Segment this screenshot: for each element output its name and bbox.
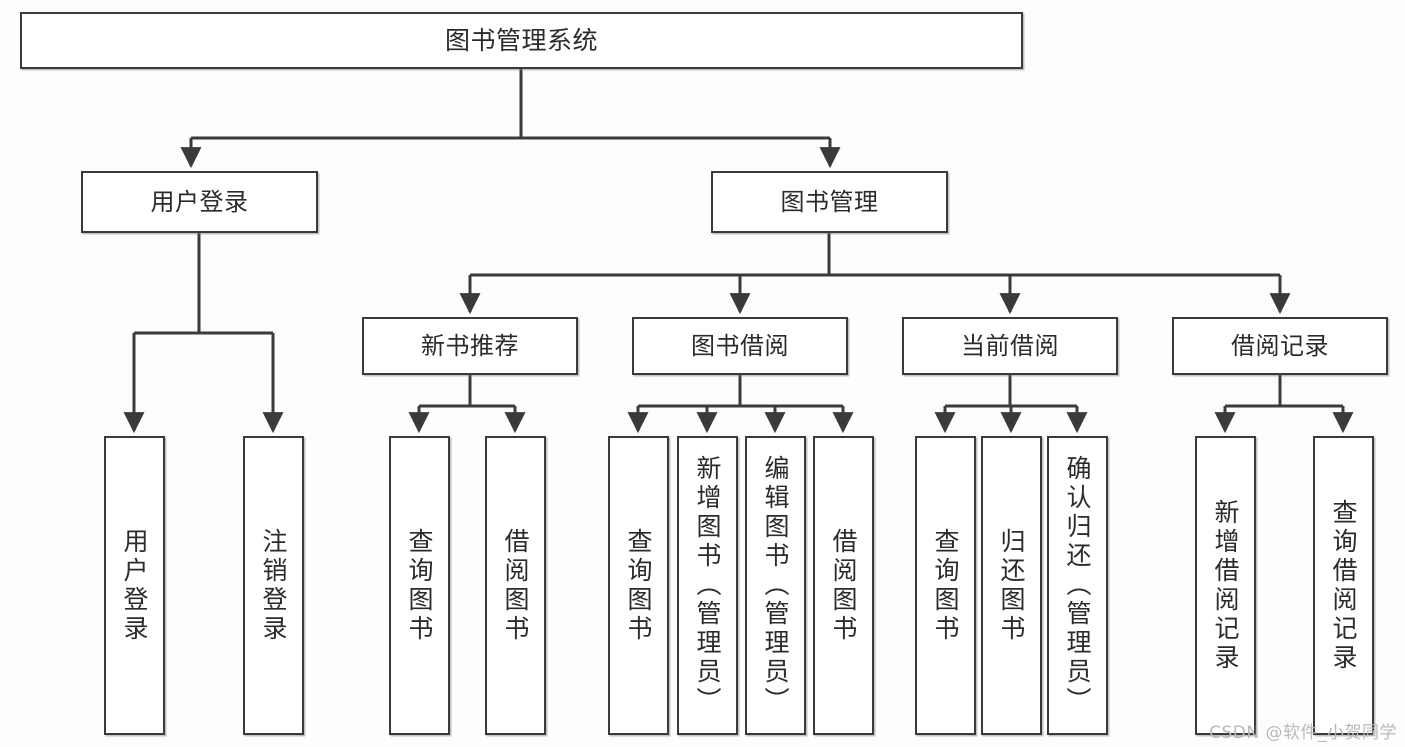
node-leaf-query-book-2[interactable]: 查询图书 [608, 436, 669, 735]
node-leaf-edit-book[interactable]: 编辑图书（管理员） [745, 436, 806, 735]
node-root[interactable]: 图书管理系统 [20, 12, 1023, 69]
node-leaf-query-record[interactable]: 查询借阅记录 [1313, 436, 1374, 735]
node-leaf-borrow-book-1[interactable]: 借阅图书 [485, 436, 546, 735]
node-leaf-logout[interactable]: 注销登录 [243, 436, 304, 735]
node-leaf-return-book[interactable]: 归还图书 [981, 436, 1042, 735]
node-leaf-borrow-book-2[interactable]: 借阅图书 [813, 436, 874, 735]
node-root-label: 图书管理系统 [444, 25, 598, 55]
node-leaf-logout-label: 注销登录 [259, 527, 288, 644]
node-book-manage-label: 图书管理 [780, 187, 879, 216]
node-leaf-query-book-3[interactable]: 查询图书 [915, 436, 976, 735]
node-leaf-add-record-label: 新增借阅记录 [1211, 498, 1240, 673]
node-current-borrow-label: 当前借阅 [961, 331, 1059, 360]
node-leaf-add-book[interactable]: 新增图书（管理员） [677, 436, 738, 735]
node-leaf-borrow-book-2-label: 借阅图书 [829, 527, 858, 644]
node-leaf-query-record-label: 查询借阅记录 [1329, 498, 1358, 673]
node-borrow-record[interactable]: 借阅记录 [1172, 317, 1388, 375]
node-book-manage[interactable]: 图书管理 [711, 171, 948, 233]
node-leaf-user-login[interactable]: 用户登录 [104, 436, 165, 735]
node-leaf-query-book-1-label: 查询图书 [405, 527, 434, 644]
node-leaf-user-login-label: 用户登录 [120, 527, 149, 644]
node-current-borrow[interactable]: 当前借阅 [902, 317, 1118, 375]
node-leaf-edit-book-label: 编辑图书（管理员） [761, 455, 790, 716]
node-leaf-confirm-return-label: 确认归还（管理员） [1063, 455, 1092, 716]
node-leaf-confirm-return[interactable]: 确认归还（管理员） [1047, 436, 1108, 735]
node-leaf-borrow-book-1-label: 借阅图书 [501, 527, 530, 644]
node-new-book-recommend-label: 新书推荐 [421, 331, 519, 360]
node-user-login[interactable]: 用户登录 [81, 171, 318, 233]
node-leaf-query-book-3-label: 查询图书 [931, 527, 960, 644]
node-leaf-query-book-1[interactable]: 查询图书 [389, 436, 450, 735]
node-new-book-recommend[interactable]: 新书推荐 [362, 317, 578, 375]
node-book-borrow-label: 图书借阅 [691, 331, 789, 360]
node-leaf-add-record[interactable]: 新增借阅记录 [1195, 436, 1256, 735]
watermark-text: CSDN @软件_小贺同学 [1209, 723, 1397, 743]
node-leaf-return-book-label: 归还图书 [997, 527, 1026, 644]
node-leaf-add-book-label: 新增图书（管理员） [693, 455, 722, 716]
node-user-login-label: 用户登录 [150, 187, 249, 216]
node-book-borrow[interactable]: 图书借阅 [632, 317, 848, 375]
node-borrow-record-label: 借阅记录 [1231, 331, 1329, 360]
node-leaf-query-book-2-label: 查询图书 [624, 527, 653, 644]
